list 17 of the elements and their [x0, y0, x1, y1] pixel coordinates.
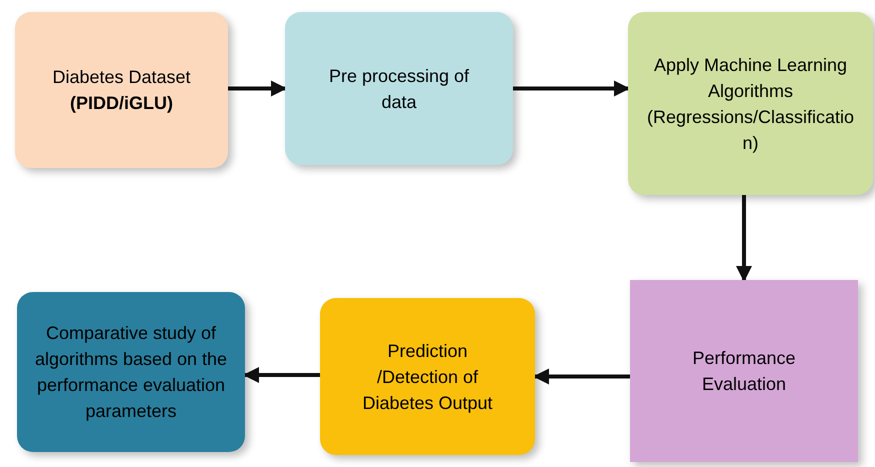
arrow	[228, 80, 287, 96]
box-label: Diabetes Dataset (PIDD/iGLU)	[51, 66, 192, 115]
process-box	[320, 298, 535, 455]
arrow	[533, 368, 630, 384]
box-label: Apply Machine Learning Algorithms (Regressions/Classification)	[646, 54, 856, 155]
process-box	[17, 292, 245, 452]
process-box	[630, 280, 858, 462]
box-label: Comparative study of algorithms based on the performance evaluation parameters	[34, 322, 228, 423]
box-label: Performance Evaluation	[691, 347, 797, 396]
process-box	[15, 12, 228, 168]
process-box	[628, 12, 873, 195]
process-box	[285, 12, 513, 165]
arrow	[513, 80, 630, 96]
arrow	[736, 195, 752, 282]
box-label: Prediction /Detection of Diabetes Output	[361, 340, 494, 415]
box-label: Pre processing of data	[328, 64, 470, 114]
arrow	[243, 367, 320, 383]
